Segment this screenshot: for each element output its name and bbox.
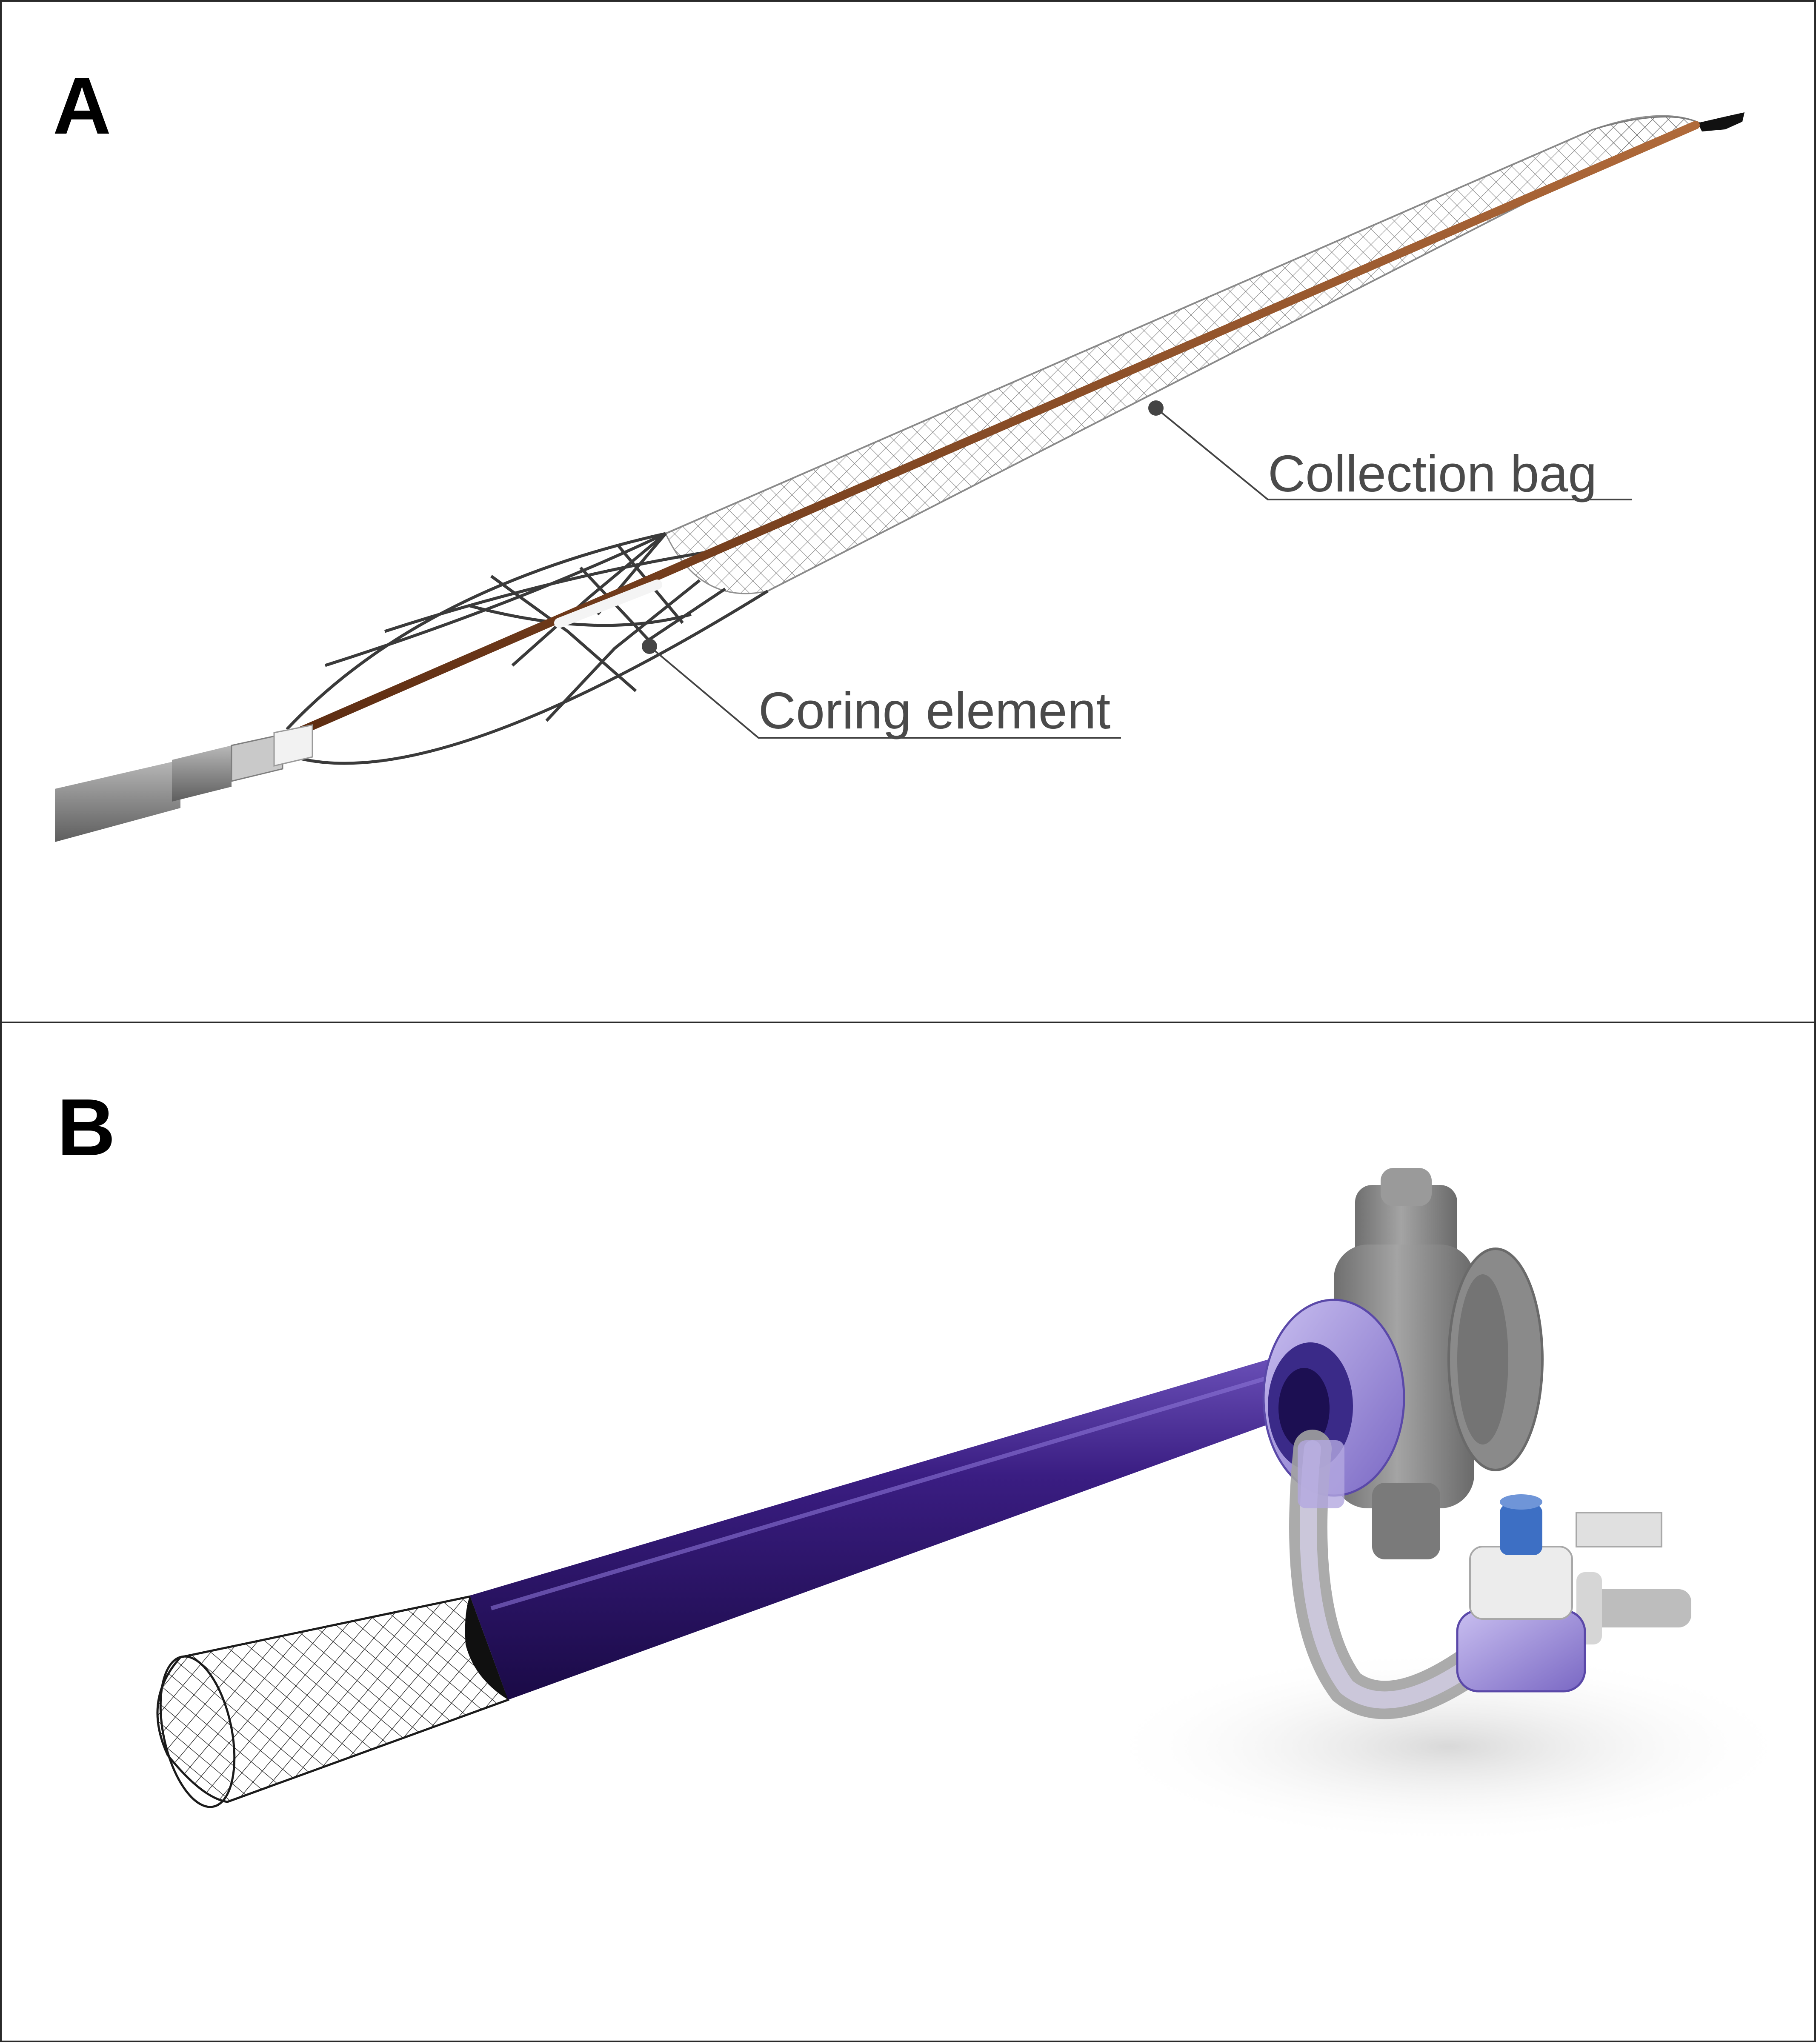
callout-collection-bag-leader [1148,400,1632,500]
catheter-shaft [55,724,313,842]
panel-b-letter: B [57,1082,116,1173]
funnel-mesh [156,1592,509,1808]
coring-element-label: Coring element [758,682,1111,739]
panel-b-illustration [156,1168,1798,1844]
core-wire [295,121,1700,736]
panel-divider [2,1022,1816,1023]
panel-b: B [2,1023,1816,2044]
callout-coring-element-leader [642,639,1121,739]
panel-a-letter: A [53,61,112,151]
panel-a-illustration [55,112,1745,842]
stopcock [1456,1494,1691,1693]
purple-sheath [465,1355,1313,1700]
collection-bag-label: Collection bag [1268,445,1597,502]
distal-tip [1698,112,1745,131]
side-tubing [1289,1430,1519,1719]
device-shadow [1100,1649,1798,1844]
panel-a: A Collection bag Coring element [2,2,1816,1022]
